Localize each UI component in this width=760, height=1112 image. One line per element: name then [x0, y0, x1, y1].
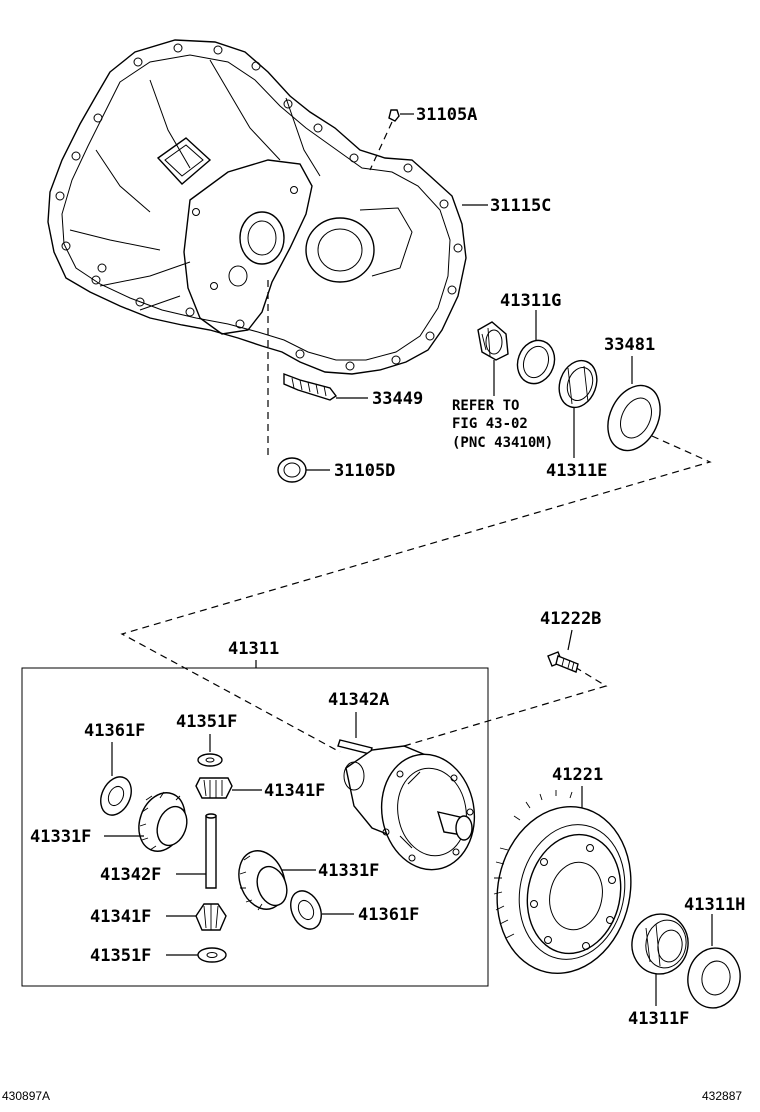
shaft-icon	[205, 813, 217, 889]
footer-left-code: 430897A	[2, 1089, 50, 1103]
assembly-line-upper	[120, 435, 712, 753]
bolt-icon	[547, 651, 579, 673]
label-41361F-left: 41361F	[84, 721, 145, 741]
bearing-icon	[558, 359, 598, 409]
label-41361F-right: 41361F	[358, 905, 419, 925]
differential-kit-box	[21, 667, 489, 987]
shim-icon	[687, 947, 741, 1009]
footer-right-code: 432887	[702, 1089, 742, 1103]
oil-seal-icon	[607, 384, 661, 452]
pinion-gear-icon	[195, 903, 227, 931]
differential-case-icon	[343, 745, 476, 871]
label-41221: 41221	[552, 765, 603, 785]
pinion-gear-icon	[195, 777, 233, 799]
label-41331F-left: 41331F	[30, 827, 91, 847]
ring-gear-icon	[493, 790, 632, 975]
speedometer-gear-icon	[283, 372, 338, 401]
thrust-washer-icon	[197, 753, 223, 767]
label-41351F-bottom: 41351F	[90, 946, 151, 966]
oil-seal-icon	[277, 457, 307, 483]
label-41331F-right: 41331F	[318, 861, 379, 881]
label-41341F-top: 41341F	[264, 781, 325, 801]
thrust-washer-icon	[197, 947, 227, 963]
label-41351F-top: 41351F	[176, 712, 237, 732]
label-41342A: 41342A	[328, 690, 389, 710]
refer-line-3: (PNC 43410M)	[452, 435, 553, 451]
bearing-race-icon	[477, 321, 509, 361]
label-41311G: 41311G	[500, 291, 561, 311]
pin-icon	[337, 739, 373, 755]
leader-41222B	[567, 629, 573, 651]
label-33449: 33449	[372, 389, 423, 409]
label-41311E: 41311E	[546, 461, 607, 481]
plug-icon	[388, 109, 400, 122]
thrust-washer-icon	[290, 890, 322, 930]
transaxle-case-icon	[47, 39, 467, 375]
label-41311H: 41311H	[684, 895, 745, 915]
label-31115C: 31115C	[490, 196, 551, 216]
label-31105A: 31105A	[416, 105, 477, 125]
thrust-washer-icon	[100, 776, 132, 816]
shim-icon	[516, 339, 556, 385]
side-gear-icon	[138, 791, 188, 852]
side-gear-icon	[238, 850, 288, 911]
label-41222B: 41222B	[540, 609, 601, 629]
label-31105D: 31105D	[334, 461, 395, 481]
leader-31105A	[369, 121, 393, 171]
label-41342F: 41342F	[100, 865, 161, 885]
label-41311: 41311	[228, 639, 279, 659]
refer-line-2: FIG 43-02	[452, 416, 528, 432]
label-41341F-bottom: 41341F	[90, 907, 151, 927]
label-41311F: 41311F	[628, 1009, 689, 1029]
label-33481: 33481	[604, 335, 655, 355]
refer-line-1: REFER TO	[452, 398, 519, 414]
bearing-icon	[631, 913, 689, 975]
assembly-line-right	[403, 663, 608, 747]
